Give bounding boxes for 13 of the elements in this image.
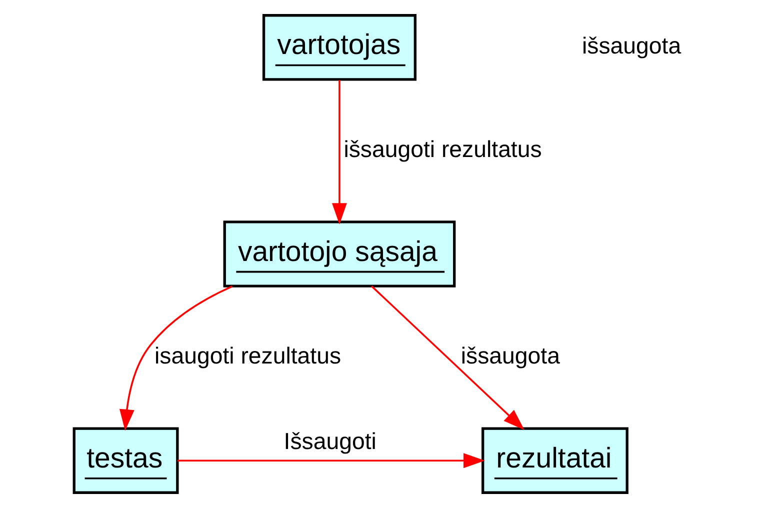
arrow	[177, 453, 484, 468]
node-box: testas	[72, 427, 178, 494]
node-box: rezultatai	[481, 427, 628, 494]
arrow	[118, 285, 232, 431]
node-box: vartotojo sąsaja	[222, 220, 456, 288]
edge-label: Išsaugoti	[283, 428, 376, 454]
edge-label: isaugoti rezultatus	[154, 342, 341, 368]
arrow	[370, 286, 524, 430]
arrow	[332, 80, 346, 224]
edge-label: išsaugota	[460, 342, 560, 368]
edge-label: išsaugoti rezultatus	[343, 136, 542, 162]
label: išsaugota	[582, 32, 681, 58]
node-box: vartotojas	[262, 14, 416, 81]
